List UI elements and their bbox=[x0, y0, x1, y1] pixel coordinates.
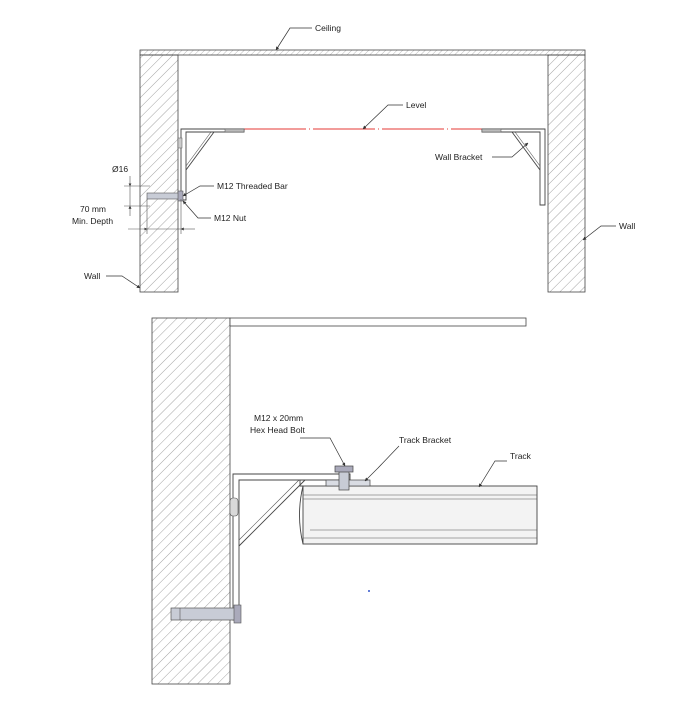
nut-label: M12 Nut bbox=[214, 213, 247, 223]
wall-bracket-label: Wall Bracket bbox=[435, 152, 483, 162]
diameter-dimension bbox=[124, 176, 150, 216]
track bbox=[299, 485, 538, 545]
threaded-bar-label: M12 Threaded Bar bbox=[217, 181, 288, 191]
right-wall-leader bbox=[582, 225, 616, 241]
level-leader bbox=[362, 104, 403, 130]
right-wall-label: Wall bbox=[619, 221, 635, 231]
track-bracket-label: Track Bracket bbox=[399, 435, 452, 445]
level-label: Level bbox=[406, 100, 426, 110]
bolt-label-line1: M12 x 20mm bbox=[254, 413, 303, 423]
diameter-label: Ø16 bbox=[112, 164, 128, 174]
nut-leader bbox=[182, 200, 211, 219]
bottom-wall bbox=[151, 317, 231, 685]
left-wall-label: Wall bbox=[84, 271, 100, 281]
track-bracket-leader bbox=[364, 445, 400, 482]
ceiling-slab bbox=[139, 49, 586, 56]
wall-bracket-leader bbox=[492, 142, 529, 158]
right-wall-bracket bbox=[481, 128, 546, 206]
left-wall-leader bbox=[106, 275, 141, 289]
track-leader bbox=[478, 460, 507, 488]
ceiling-label: Ceiling bbox=[315, 23, 341, 33]
threaded-bar bbox=[146, 192, 182, 200]
bottom-view: M12 x 20mm Hex Head Bolt Track Bracket T… bbox=[151, 317, 538, 685]
bottom-ceiling bbox=[229, 317, 527, 327]
depth-dimension bbox=[128, 199, 195, 234]
bolt-leader bbox=[300, 437, 346, 467]
stray-mark bbox=[368, 590, 370, 592]
depth-label-line1: 70 mm bbox=[80, 204, 106, 214]
top-view: Ceiling Level Wall Bracket Wall Wall M12… bbox=[72, 23, 635, 293]
left-wall bbox=[139, 54, 179, 293]
depth-label-line2: Min. Depth bbox=[72, 216, 113, 226]
ceiling-leader bbox=[275, 27, 312, 51]
m12-nut bbox=[177, 190, 184, 202]
track-label: Track bbox=[510, 451, 532, 461]
bolt-label-line2: Hex Head Bolt bbox=[250, 425, 305, 435]
threaded-bar-leader bbox=[182, 185, 214, 197]
right-wall bbox=[547, 54, 586, 293]
anchor-bolt bbox=[170, 604, 242, 624]
